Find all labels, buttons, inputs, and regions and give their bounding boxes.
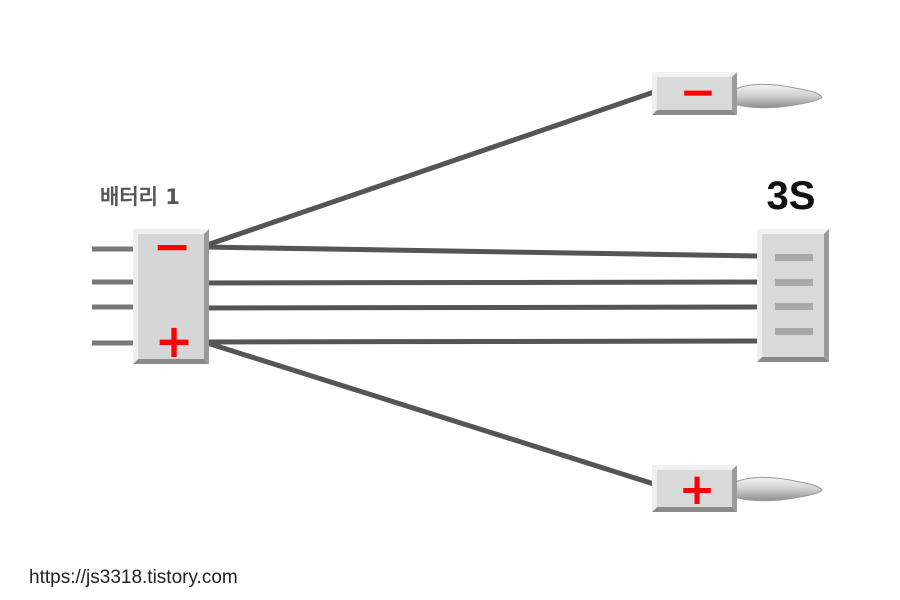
battery-stub-wires [92,246,137,346]
wire-balance-3 [203,304,759,311]
negative-lead-pin [731,83,823,109]
balance-connector [757,229,829,362]
wire-balance-1 [203,244,759,259]
positive-lead-sign: + [679,464,716,515]
main-wires [203,89,759,487]
battery-minus-sign: − [153,219,192,273]
balance-pin-slot-4 [775,328,813,335]
balance-connector-label: 3S [767,174,816,218]
battery-label: 배터리 1 [100,185,180,209]
positive-lead-pin [731,476,823,502]
positive-lead-connector: + [652,464,823,515]
negative-lead-sign: − [680,67,717,118]
negative-lead-connector: − [652,67,823,118]
wire-to-positive-lead [203,339,655,487]
balance-pin-slots [775,254,813,335]
footer-url: https://js3318.tistory.com [29,567,238,588]
wire-to-negative-lead [203,89,655,249]
battery-connector: − + [133,219,209,368]
balance-pin-slot-1 [775,254,813,261]
balance-pin-slot-3 [775,303,813,310]
wire-balance-4 [203,338,759,345]
balance-pin-slot-2 [775,279,813,286]
wire-balance-2 [203,279,759,286]
battery-plus-sign: + [155,314,194,368]
